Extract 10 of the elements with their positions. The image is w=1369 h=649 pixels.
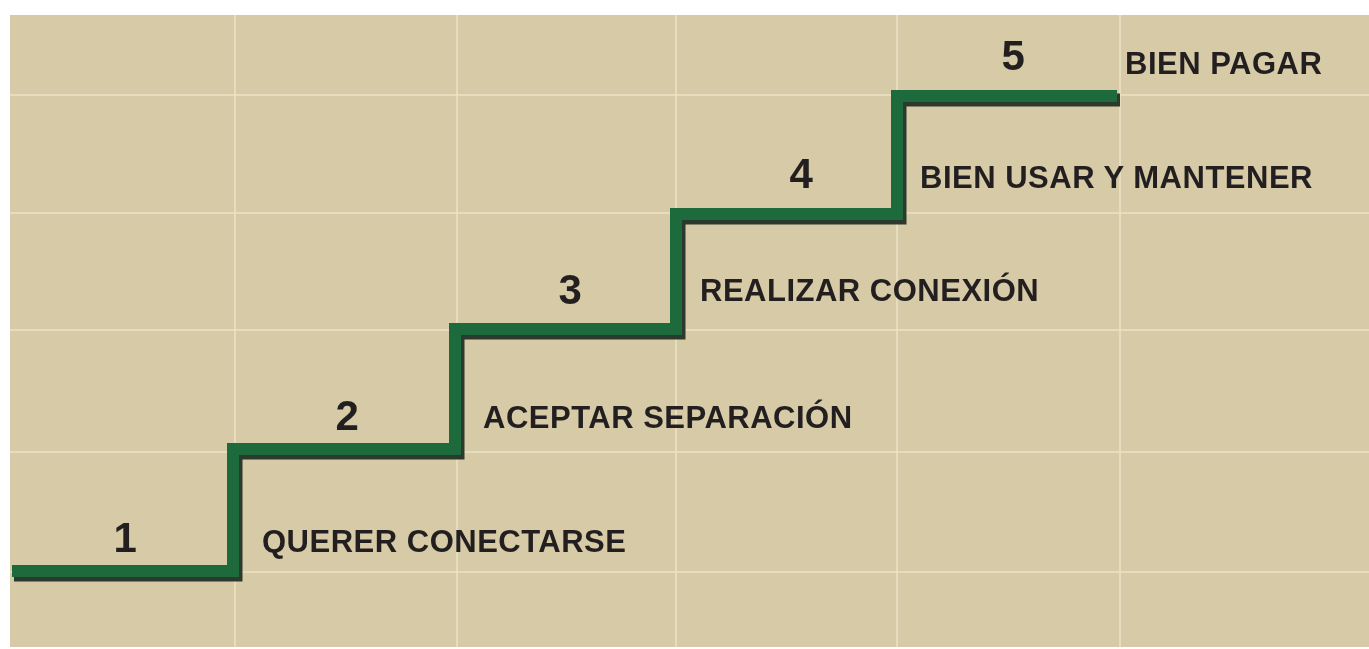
step-number: 3 [558, 269, 582, 311]
step-number: 1 [113, 517, 137, 559]
step-label: REALIZAR CONEXIÓN [700, 274, 1040, 306]
step-label: BIEN PAGAR [1125, 47, 1323, 79]
step-label: QUERER CONECTARSE [262, 525, 627, 557]
step-label: BIEN USAR Y MANTENER [920, 161, 1313, 193]
step-label: ACEPTAR SEPARACIÓN [483, 401, 853, 433]
step-number: 5 [1001, 35, 1025, 77]
step-number: 4 [789, 153, 813, 195]
step-number: 2 [335, 395, 359, 437]
